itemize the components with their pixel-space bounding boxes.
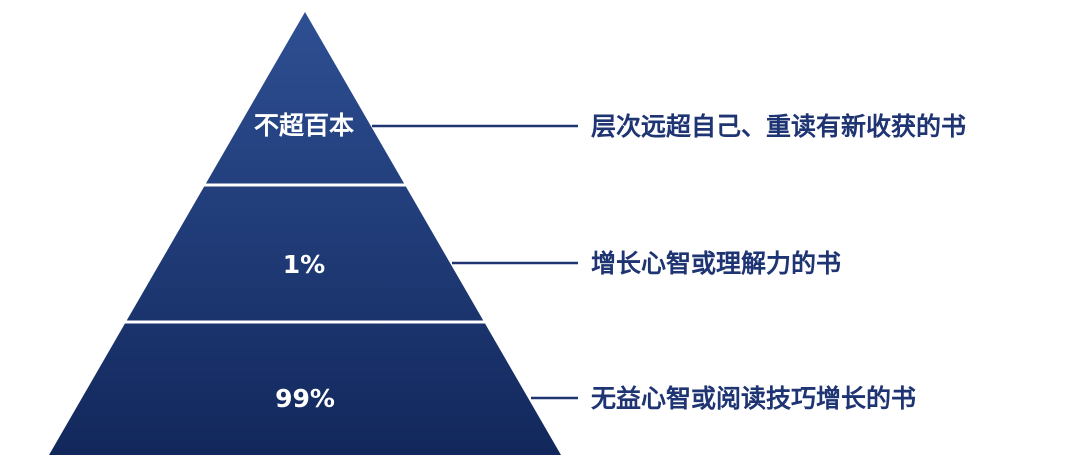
tier-description-top: 层次远超自己、重读有新收获的书 xyxy=(591,112,966,141)
tier-description-middle: 增长心智或理解力的书 xyxy=(591,249,841,278)
tier-label-middle: 1% xyxy=(283,250,325,279)
tier-label-top: 不超百本 xyxy=(254,111,354,140)
pyramid-shape xyxy=(49,12,561,455)
tier-description-bottom: 无益心智或阅读技巧增长的书 xyxy=(591,384,916,413)
tier-label-bottom: 99% xyxy=(275,384,335,413)
